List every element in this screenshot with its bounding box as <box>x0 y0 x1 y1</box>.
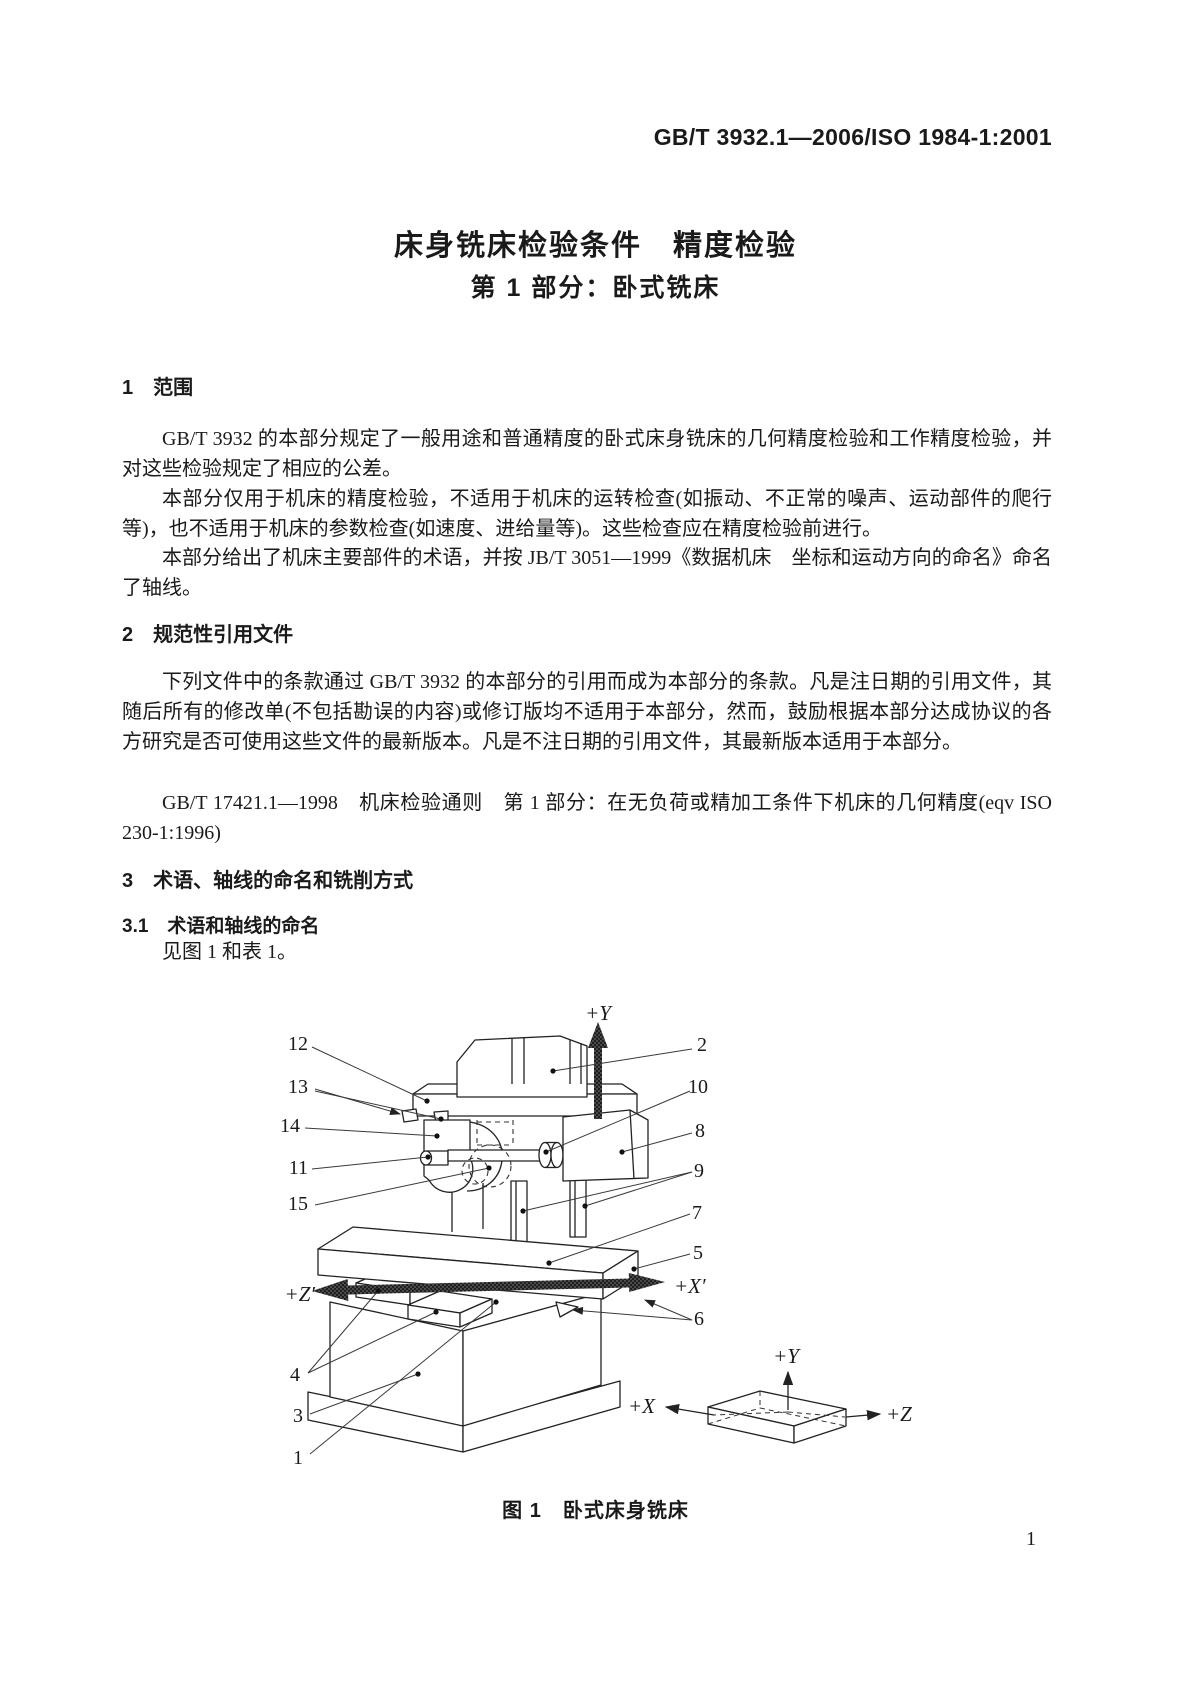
y-axis-arrow-shaft <box>594 1046 602 1119</box>
section-1-paragraph-1: GB/T 3932 的本部分规定了一般用途和普通精度的卧式床身铣床的几何精度检验… <box>122 428 1052 480</box>
x-prime-axis-label: +X′ <box>674 1274 706 1298</box>
section-3-1-paragraph: 见图 1 和表 1。 <box>162 941 297 963</box>
section-3-heading: 3 术语、轴线的命名和铣削方式 <box>122 870 414 892</box>
callout-label-3: 3 <box>293 1405 303 1427</box>
callout-label-5: 5 <box>693 1242 703 1264</box>
standard-code-header: GB/T 3932.1—2006/ISO 1984-1:2001 <box>653 124 1052 150</box>
mini-y-axis-label: +Y <box>773 1344 801 1368</box>
document-title-line1: 床身铣床检验条件 精度检验 <box>393 230 797 262</box>
coordinate-key: +Y +X +Z <box>628 1344 912 1444</box>
callout-label-2: 2 <box>697 1034 707 1056</box>
callout-label-7: 7 <box>692 1202 702 1224</box>
section-2-paragraph-1: 下列文件中的条款通过 GB/T 3932 的本部分的引用而成为本部分的条款。凡是… <box>122 671 1052 753</box>
document-title-line2: 第 1 部分：卧式铣床 <box>470 274 721 302</box>
section-1-heading: 1 范围 <box>122 377 194 399</box>
section-1-paragraph-2: 本部分仅用于机床的精度检验，不适用于机床的运转检查(如振动、不正常的噪声、运动部… <box>122 488 1052 540</box>
callout-label-6: 6 <box>694 1308 704 1330</box>
callout-label-4: 4 <box>290 1364 300 1386</box>
callout-label-8: 8 <box>695 1120 705 1142</box>
callout-label-9: 9 <box>694 1160 704 1182</box>
callout-dots <box>375 1068 637 1377</box>
callout-label-1: 1 <box>293 1447 303 1469</box>
section-3-1-heading: 3.1 术语和轴线的命名 <box>122 916 320 937</box>
callout-labels: 12 13 14 11 15 4 3 1 2 10 8 9 7 5 6 <box>280 1033 708 1469</box>
x-z-arrow-band <box>348 1278 629 1295</box>
section-1-paragraph-3: 本部分给出了机床主要部件的术语，并按 JB/T 3051—1999《数据机床 坐… <box>122 547 1052 599</box>
figure-1: 12 13 14 11 15 4 3 1 2 10 8 9 7 5 6 +Y +… <box>240 1000 940 1478</box>
callout-leaders <box>304 1046 693 1455</box>
callout-label-15: 15 <box>288 1193 308 1215</box>
axis-motion-arrows <box>312 1022 665 1301</box>
figure-caption: 图 1 卧式床身铣床 <box>502 1500 689 1522</box>
callout-label-10: 10 <box>688 1076 708 1098</box>
hidden-lines <box>461 1120 514 1188</box>
z-prime-axis-label: +Z′ <box>285 1282 316 1306</box>
milling-machine-figure: 12 13 14 11 15 4 3 1 2 10 8 9 7 5 6 +Y +… <box>280 1001 912 1469</box>
page-number: 1 <box>1026 1528 1036 1550</box>
section-2-reference-item: GB/T 17421.1—1998 机床检验通则 第 1 部分：在无负荷或精加工… <box>122 792 1052 844</box>
callout-label-11: 11 <box>289 1157 308 1179</box>
x-prime-arrowhead <box>628 1273 665 1292</box>
callout-label-13: 13 <box>288 1076 308 1098</box>
y-axis-arrow <box>588 1022 608 1048</box>
y-axis-label: +Y <box>585 1001 613 1025</box>
callout-label-14: 14 <box>280 1115 300 1137</box>
callout-label-12: 12 <box>288 1033 308 1055</box>
mini-x-axis-label: +X <box>628 1394 656 1418</box>
mini-z-axis-label: +Z <box>886 1402 912 1426</box>
section-2-heading: 2 规范性引用文件 <box>122 624 294 646</box>
z-prime-arrowhead <box>312 1279 349 1301</box>
